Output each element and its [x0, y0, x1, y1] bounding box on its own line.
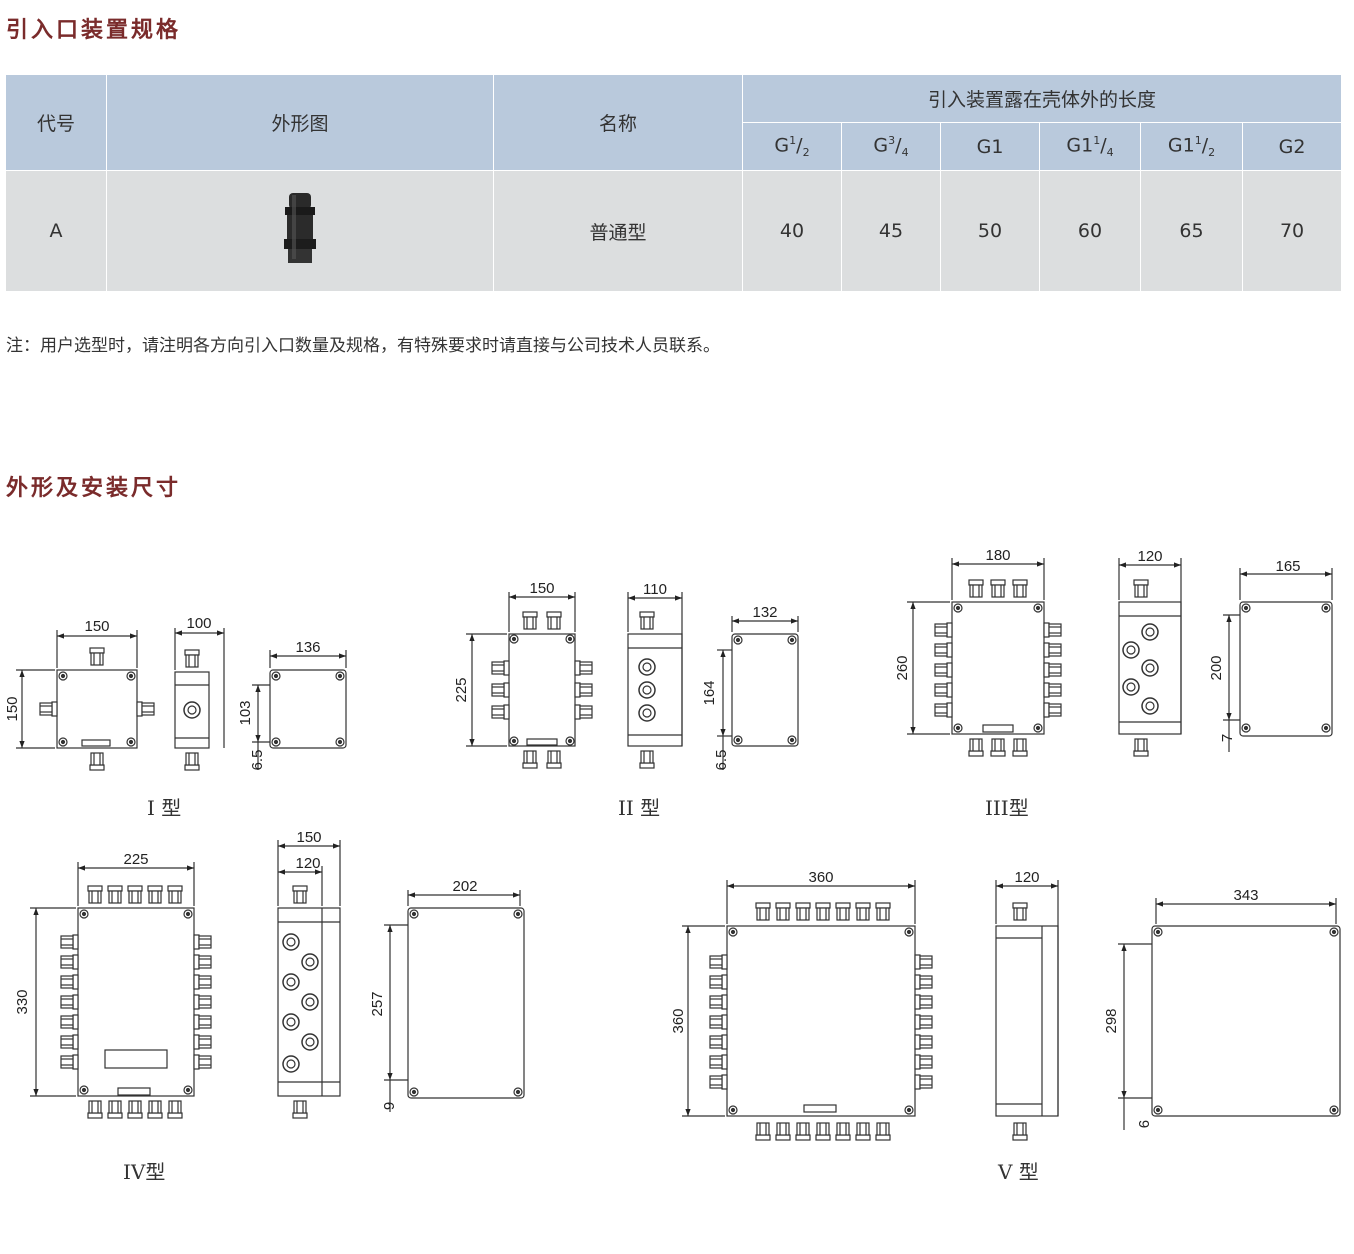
caption-type2: II 型	[618, 796, 661, 820]
caption-type3: III型	[985, 796, 1029, 820]
dim-t3-offset: 7	[1219, 734, 1236, 742]
header-length-group: 引入装置露在壳体外的长度	[741, 74, 1343, 123]
type2-front-view	[466, 592, 593, 769]
dim-t5-mount: 298	[1103, 1008, 1120, 1033]
caption-type1: I 型	[147, 796, 182, 820]
cell-shape	[106, 170, 494, 292]
dim-t4-mount: 257	[369, 991, 386, 1016]
header-size: G11/4	[1039, 122, 1141, 171]
header-size: G1/2	[742, 122, 842, 171]
type1-back-view	[252, 650, 347, 770]
dim-t1-side: 100	[186, 615, 211, 632]
dim-t1-height: 150	[4, 696, 21, 721]
header-code: 代号	[5, 74, 107, 171]
type5-back-view	[1118, 898, 1341, 1130]
header-size: G2	[1241, 122, 1343, 171]
dim-t3-side: 120	[1137, 548, 1162, 565]
dim-t4-offset: 9	[381, 1102, 398, 1110]
cell-name: 普通型	[493, 170, 743, 292]
dim-t3-width: 180	[985, 547, 1010, 564]
type1-side-view	[174, 628, 225, 771]
dim-t4-height: 330	[14, 989, 31, 1014]
header-size: G11/2	[1140, 122, 1243, 171]
type5-front-view	[682, 880, 933, 1141]
type3-side-view	[1118, 558, 1182, 757]
dim-t4-back: 202	[452, 878, 477, 895]
table-row: A 普通型 40 45 50 60 65 70	[5, 170, 1343, 292]
dim-t3-height: 260	[894, 655, 911, 680]
caption-type4: IV型	[123, 1160, 166, 1184]
type4-front-view	[30, 862, 212, 1119]
dim-t1-offset: 6.5	[249, 750, 266, 771]
dim-t1-width: 150	[84, 618, 109, 635]
dim-t4-side-outer: 150	[296, 829, 321, 846]
cell-value: 65	[1140, 170, 1243, 292]
type5-side-view	[995, 880, 1059, 1141]
cell-code: A	[5, 170, 107, 292]
cell-value: 40	[742, 170, 842, 292]
header-shape: 外形图	[106, 74, 494, 171]
dim-t5-side: 120	[1014, 869, 1039, 886]
dim-t2-width: 150	[529, 580, 554, 597]
dim-t3-back: 165	[1275, 558, 1300, 575]
dim-t2-mount: 164	[701, 680, 718, 705]
cable-gland-icon	[284, 192, 316, 263]
dim-t2-height: 225	[453, 677, 470, 702]
cell-value: 60	[1039, 170, 1141, 292]
caption-type5: V 型	[998, 1160, 1039, 1184]
cell-value: 70	[1241, 170, 1343, 292]
header-size: G1	[940, 122, 1040, 171]
selection-note: 注：用户选型时，请注明各方向引入口数量及规格，有特殊要求时请直接与公司技术人员联…	[6, 336, 720, 356]
dim-t5-height: 360	[670, 1008, 687, 1033]
type3-back-view	[1223, 568, 1333, 752]
dim-t5-offset: 9	[1135, 1120, 1152, 1128]
dim-t1-mount: 103	[237, 700, 254, 725]
inlet-spec-table: 代号 外形图 名称 引入装置露在壳体外的长度 G1/2 G3/4 G1 G11/…	[5, 74, 1343, 292]
type3-front-view	[907, 558, 1062, 757]
dim-t3-mount: 200	[1208, 655, 1225, 680]
type4-back-view	[384, 890, 525, 1112]
dim-t4-side: 120	[295, 855, 320, 872]
type1-front-view	[16, 630, 155, 771]
section-title-inlet-spec: 引入口装置规格	[6, 18, 182, 43]
type2-side-view	[627, 592, 683, 769]
cell-value: 50	[940, 170, 1040, 292]
dim-t5-back: 343	[1233, 887, 1258, 904]
type4-side-view	[277, 840, 341, 1119]
dim-t1-back: 136	[295, 639, 320, 656]
header-name: 名称	[493, 74, 743, 171]
dim-t2-side: 110	[643, 581, 667, 598]
header-size: G3/4	[841, 122, 941, 171]
dim-t5-width: 360	[808, 869, 833, 886]
dim-t2-offset: 6.5	[713, 750, 730, 771]
type2-back-view	[717, 616, 799, 770]
section-title-dimensions: 外形及安装尺寸	[6, 476, 182, 501]
dim-t2-back: 132	[752, 604, 777, 621]
dim-t4-width: 225	[123, 851, 148, 868]
